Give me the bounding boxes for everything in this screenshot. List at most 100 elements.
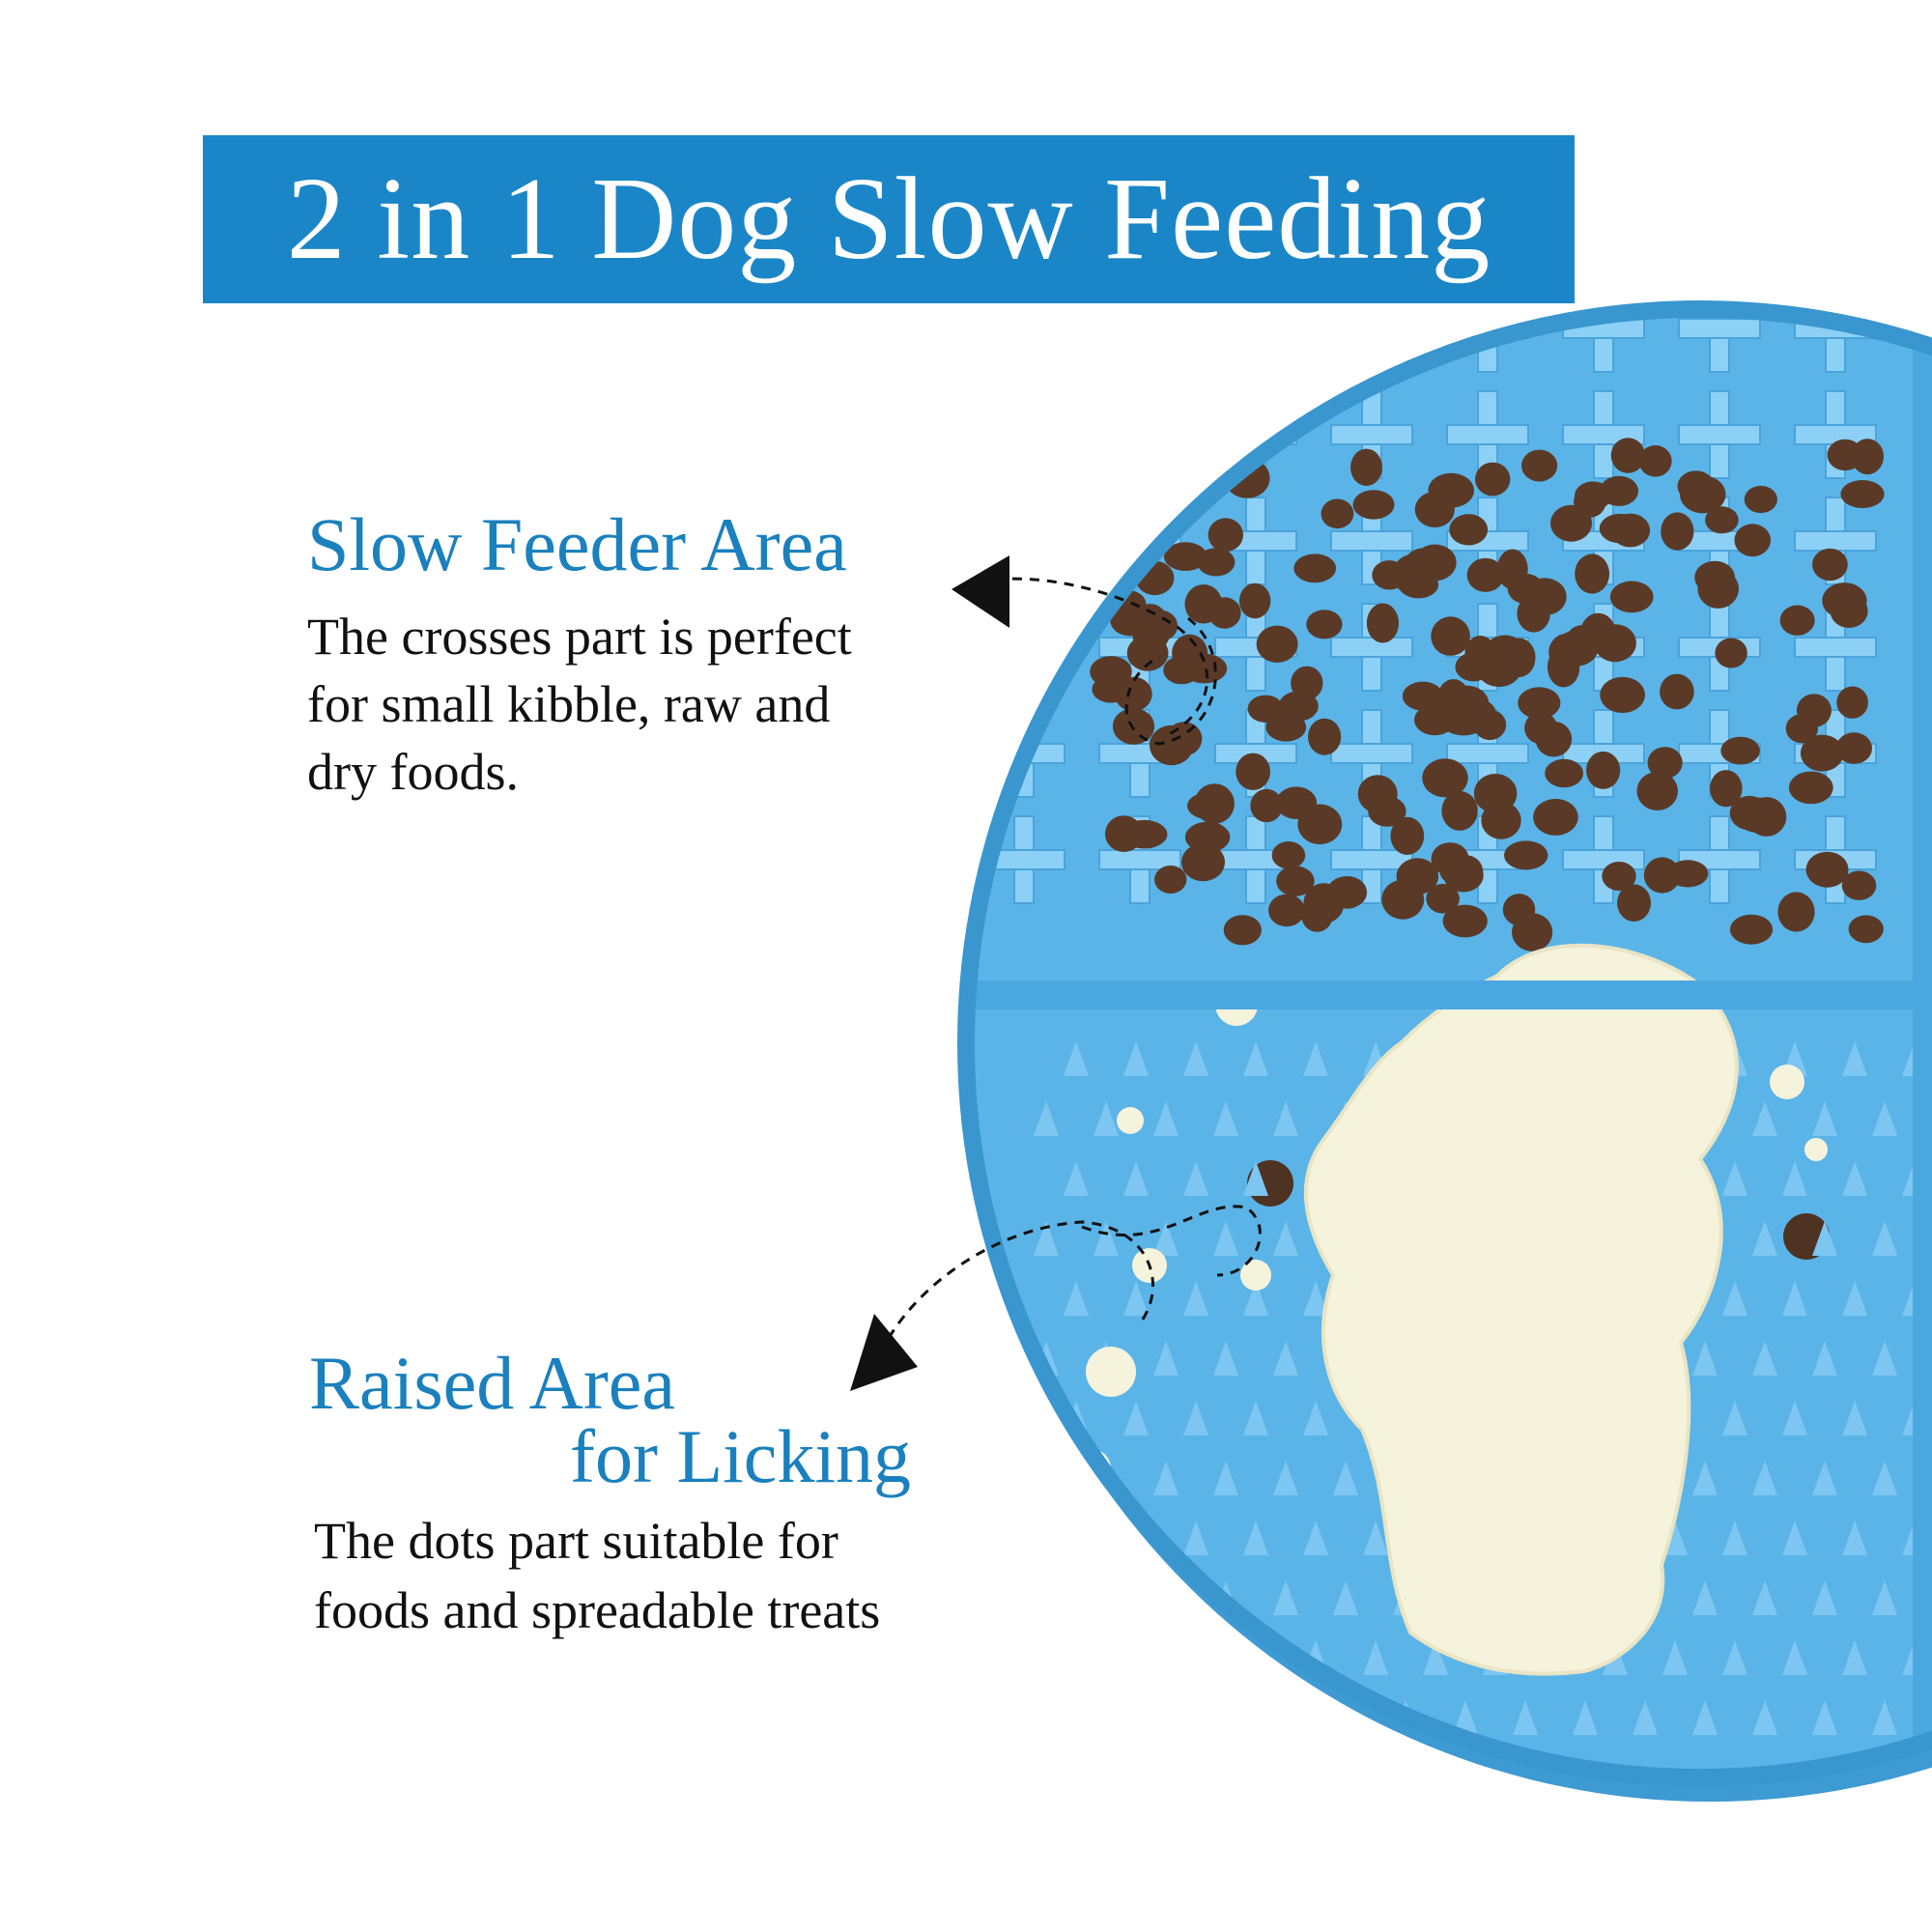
licking-dot <box>1183 1281 1208 1316</box>
licking-dot <box>1243 1161 1268 1196</box>
spread-splatter-dot <box>1770 1065 1804 1099</box>
cross-bar-horizontal <box>1794 530 1877 552</box>
divider-horizontal <box>966 980 1932 1009</box>
licking-dot <box>1842 1041 1867 1076</box>
cross-bar-horizontal <box>982 637 1065 658</box>
licking-dot <box>1423 1640 1448 1675</box>
licking-dot <box>1123 1041 1149 1076</box>
cross-bar-horizontal <box>1678 424 1761 445</box>
licking-dot <box>1034 1580 1059 1615</box>
kibble-piece <box>1586 751 1621 789</box>
kibble-piece <box>1822 582 1867 619</box>
kibble-piece <box>1402 681 1443 711</box>
kibble-piece <box>1350 448 1382 486</box>
licking-dot <box>1692 1580 1718 1615</box>
kibble-pieces <box>1090 435 1885 1617</box>
licking-dot <box>1123 1640 1149 1675</box>
kibble-piece <box>1729 914 1774 945</box>
licking-dot <box>1872 1101 1897 1136</box>
licking-dot <box>1692 1700 1718 1735</box>
licking-dot <box>1872 1700 1897 1735</box>
kibble-piece <box>1414 492 1455 527</box>
cross-bar-horizontal <box>1446 743 1529 764</box>
slow-feeder-line-1: The crosses part is perfect <box>307 608 852 666</box>
divider-vertical <box>1913 309 1932 1777</box>
kibble-piece <box>1321 498 1354 529</box>
kibble-piece <box>1306 610 1343 639</box>
licking-dot <box>1513 1700 1538 1735</box>
kibble-piece <box>1271 841 1306 869</box>
kibble-piece <box>1550 504 1592 542</box>
licking-dot <box>1153 1341 1179 1376</box>
kibble-piece <box>1522 578 1567 615</box>
mat-edge <box>957 300 1932 1786</box>
licking-dot <box>1183 1640 1208 1675</box>
cross-bar-horizontal <box>1330 424 1413 445</box>
licking-dot <box>1213 1221 1238 1256</box>
cross-bar-horizontal <box>1446 424 1529 445</box>
licking-dot <box>1094 1101 1119 1136</box>
kibble-piece <box>1661 512 1694 551</box>
licking-dot <box>1034 1461 1059 1495</box>
licking-dot <box>1213 1341 1238 1376</box>
cross-ridge <box>1678 390 1761 479</box>
kibble-piece <box>1836 686 1868 719</box>
kibble-piece <box>1636 771 1678 811</box>
licking-dot <box>1064 1640 1089 1675</box>
kibble-piece <box>1535 721 1573 757</box>
licking-dot <box>1333 1461 1358 1495</box>
cross-bar-horizontal <box>1562 849 1645 870</box>
slow-feeder-line-3: dry foods. <box>307 743 519 801</box>
kibble-piece <box>1163 656 1201 685</box>
kibble-piece <box>1848 915 1884 944</box>
kibble-piece <box>1580 612 1616 653</box>
kibble-piece <box>1697 569 1739 609</box>
kibble-piece <box>1599 513 1641 544</box>
kibble-piece <box>1788 771 1833 805</box>
spread-splatter-dot <box>1804 1138 1828 1161</box>
kibble-piece <box>1276 866 1315 896</box>
kibble-piece <box>1840 480 1885 508</box>
licking-dot <box>1842 1640 1867 1675</box>
licking-dot <box>1333 1580 1358 1615</box>
slow-feeder-arrowhead <box>952 555 1009 628</box>
kibble-piece <box>1163 542 1208 571</box>
kibble-piece <box>1250 788 1283 823</box>
kibble-piece <box>1449 514 1489 546</box>
licking-dot <box>1722 1640 1747 1675</box>
licking-dot <box>1752 1221 1777 1256</box>
kibble-piece <box>1744 485 1777 514</box>
kibble-piece <box>1121 819 1168 849</box>
kibble-piece <box>1426 884 1460 914</box>
spread-treat <box>1303 943 1739 1676</box>
cross-ridge <box>982 815 1065 904</box>
raised-area-line-2: foods and spreadable treats <box>314 1581 881 1639</box>
licking-dot <box>1842 1520 1867 1555</box>
kibble-piece <box>1602 862 1636 891</box>
kibble-piece <box>1398 571 1439 599</box>
licking-dot <box>1153 1580 1179 1615</box>
licking-dot <box>1812 1341 1837 1376</box>
licking-dot <box>1243 1520 1268 1555</box>
licking-dot <box>1183 1401 1208 1435</box>
licking-dot <box>1812 1461 1837 1495</box>
licking-dot <box>1872 1461 1897 1495</box>
licking-dot <box>1243 1281 1268 1316</box>
kibble-piece <box>1466 557 1505 592</box>
raised-area-heading-line-2: for Licking <box>570 1414 912 1498</box>
kibble-piece <box>1812 548 1848 582</box>
licking-dot <box>1692 1341 1718 1376</box>
licking-dot <box>1273 1461 1298 1495</box>
slow-feeder-arrow <box>994 577 1217 746</box>
kibble-piece <box>1455 652 1492 682</box>
kibble-piece <box>1600 676 1645 714</box>
kibble-piece <box>1181 843 1225 882</box>
kibble-piece <box>1643 857 1681 894</box>
licking-dot <box>1782 1640 1807 1675</box>
kibble-piece <box>1545 758 1583 788</box>
kibble-piece <box>1502 894 1536 926</box>
kibble-piece <box>1796 694 1832 727</box>
licking-dot <box>1872 1341 1897 1376</box>
slow-feeder-heading: Slow Feeder Area <box>307 502 847 586</box>
licking-dot <box>1722 1161 1747 1196</box>
